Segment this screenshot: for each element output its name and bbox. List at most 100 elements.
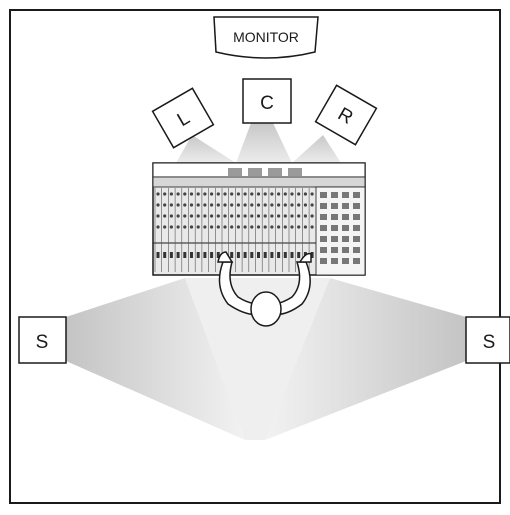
- master-section-button: [353, 203, 360, 209]
- master-section-button: [331, 236, 338, 242]
- channel-fader: [297, 252, 301, 258]
- channel-fader: [283, 252, 287, 258]
- master-section-button: [331, 203, 338, 209]
- channel-knob: [256, 214, 261, 218]
- channel-fader: [290, 252, 294, 258]
- channel-knob: [283, 225, 287, 229]
- channel-knob: [156, 214, 160, 218]
- channel-knob: [256, 203, 261, 207]
- channel-fader: [176, 252, 180, 258]
- master-section-button: [342, 203, 349, 209]
- channel-fader: [230, 252, 234, 258]
- channel-fader: [183, 252, 187, 258]
- channel-knob: [290, 225, 294, 229]
- master-section-button: [353, 236, 360, 242]
- speaker-left: L: [151, 87, 215, 149]
- master-section-button: [331, 247, 338, 253]
- channel-knob: [256, 192, 261, 196]
- channel-knob: [277, 192, 281, 196]
- speaker-surround-right: S: [465, 316, 510, 364]
- channel-knob: [270, 192, 274, 196]
- speaker-center: C: [242, 78, 292, 124]
- channel-knob: [236, 214, 240, 218]
- channel-knob: [303, 203, 307, 207]
- channel-knob: [250, 214, 254, 218]
- channel-knob: [236, 192, 240, 196]
- monitor-label: MONITOR: [233, 29, 299, 45]
- channel-knob: [270, 203, 274, 207]
- channel-knob: [176, 214, 180, 218]
- channel-knob: [196, 192, 200, 196]
- channel-knob: [183, 214, 187, 218]
- channel-knob: [290, 214, 294, 218]
- channel-knob: [230, 192, 234, 196]
- channel-knob: [230, 225, 234, 229]
- master-section-button: [320, 236, 327, 242]
- master-section-button: [353, 247, 360, 253]
- master-section-button: [320, 214, 327, 220]
- channel-knob: [277, 214, 281, 218]
- channel-knob: [183, 203, 187, 207]
- channel-knob: [189, 192, 194, 196]
- channel-knob: [203, 225, 207, 229]
- channel-knob: [277, 225, 281, 229]
- master-section-button: [342, 225, 349, 231]
- front-dispersion: [176, 123, 341, 163]
- channel-fader: [236, 252, 240, 258]
- channel-fader: [250, 252, 254, 258]
- channel-knob: [196, 225, 200, 229]
- channel-knob: [283, 214, 287, 218]
- channel-knob: [283, 203, 287, 207]
- channel-fader: [196, 252, 200, 258]
- master-section-button: [342, 258, 349, 264]
- channel-knob: [176, 225, 180, 229]
- master-section-button: [331, 258, 338, 264]
- channel-knob: [216, 192, 220, 196]
- master-section-button: [342, 192, 349, 198]
- channel-knob: [169, 192, 173, 196]
- channel-knob: [189, 225, 194, 229]
- master-section-button: [320, 203, 327, 209]
- master-section-button: [320, 225, 327, 231]
- channel-fader: [156, 252, 160, 258]
- master-section-button: [331, 192, 338, 198]
- channel-fader: [210, 252, 214, 258]
- channel-knob: [297, 225, 301, 229]
- surround-dispersion: [66, 278, 466, 440]
- channel-knob: [270, 225, 274, 229]
- channel-knob: [236, 203, 240, 207]
- channel-knob: [203, 192, 207, 196]
- channel-knob: [163, 225, 167, 229]
- channel-knob: [250, 203, 254, 207]
- master-section-button: [342, 247, 349, 253]
- speaker-center-label: C: [260, 93, 274, 114]
- master-section-button: [342, 236, 349, 242]
- master-section-button: [331, 225, 338, 231]
- channel-knob: [216, 203, 220, 207]
- master-section-button: [353, 192, 360, 198]
- channel-knob: [156, 192, 160, 196]
- channel-knob: [250, 225, 254, 229]
- channel-knob: [156, 203, 160, 207]
- channel-knob: [223, 214, 227, 218]
- channel-knob: [183, 225, 187, 229]
- channel-knob: [270, 214, 274, 218]
- speaker-right: R: [314, 84, 378, 146]
- channel-knob: [176, 192, 180, 196]
- channel-fader: [263, 252, 267, 258]
- engineer: [217, 251, 312, 327]
- channel-knob: [216, 225, 220, 229]
- speaker-surround-left-label: S: [36, 332, 49, 353]
- channel-knob: [223, 203, 227, 207]
- channel-knob: [169, 214, 173, 218]
- channel-knob: [263, 192, 267, 196]
- channel-knob: [310, 214, 314, 218]
- channel-knob: [183, 192, 187, 196]
- channel-knob: [297, 214, 301, 218]
- speaker-surround-right-label: S: [483, 332, 496, 353]
- channel-knob: [310, 203, 314, 207]
- channel-knob: [210, 225, 214, 229]
- master-section-button: [353, 225, 360, 231]
- channel-knob: [163, 192, 167, 196]
